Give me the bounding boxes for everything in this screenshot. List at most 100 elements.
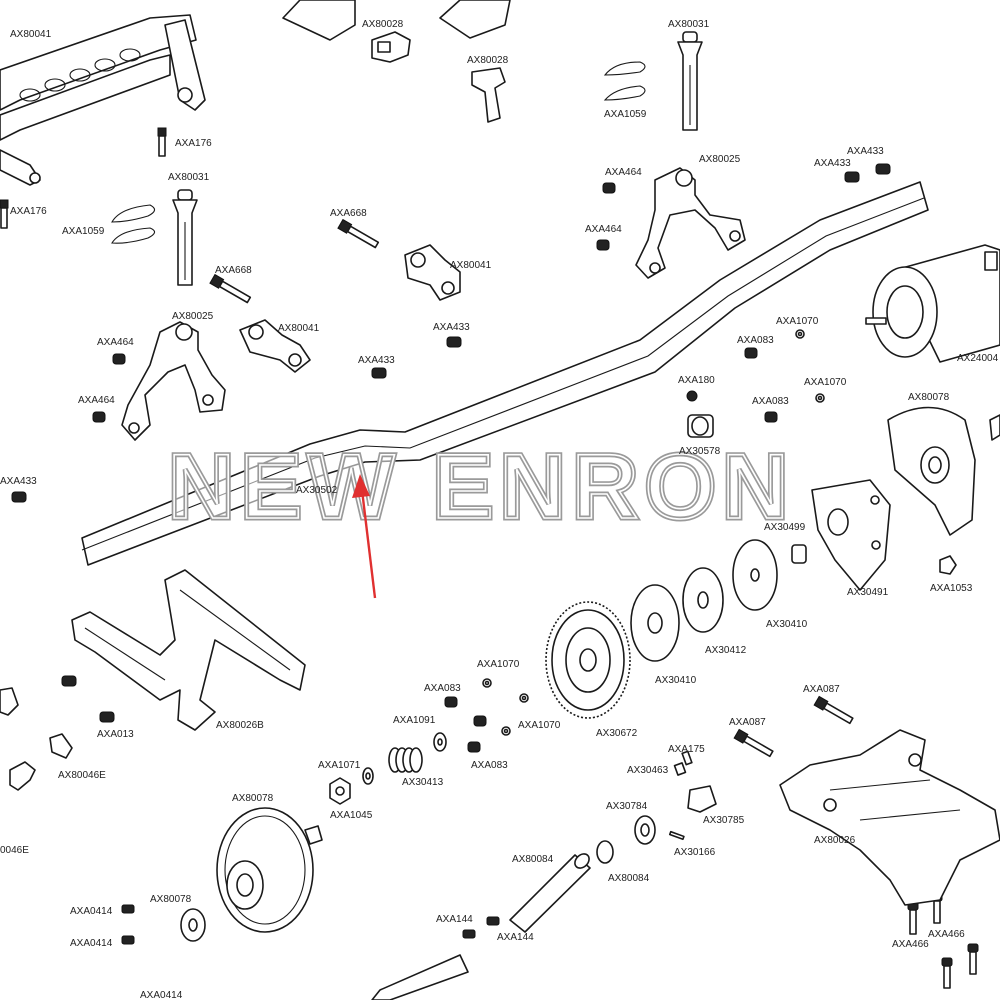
part-label: AXA668 bbox=[215, 265, 252, 276]
part-label: AX80041 bbox=[10, 29, 52, 40]
outdrive-parts bbox=[634, 750, 717, 845]
pinion-gear-part bbox=[687, 414, 714, 438]
part-label: AX80025 bbox=[172, 311, 214, 322]
svg-text:NEW ENRON: NEW ENRON bbox=[168, 436, 794, 538]
part-label: AX30502 bbox=[296, 485, 338, 496]
chassis-frame-rail-part bbox=[81, 181, 929, 566]
link-part-2 bbox=[239, 319, 311, 373]
part-label: AXA464 bbox=[97, 337, 134, 348]
part-label: AX80041 bbox=[278, 323, 320, 334]
motor-plate-part bbox=[811, 479, 891, 591]
part-label: AX80084 bbox=[608, 873, 650, 884]
part-label: AX80031 bbox=[668, 19, 710, 30]
part-label: AXA466 bbox=[892, 939, 929, 950]
shaft-parts bbox=[371, 840, 614, 1000]
brace-part bbox=[71, 569, 306, 731]
clip-part-1 bbox=[371, 31, 411, 63]
gear-cover-part-top bbox=[887, 406, 1000, 536]
body-post-part-2 bbox=[172, 189, 198, 286]
nut-part bbox=[939, 555, 957, 575]
part-label: AXA0414 bbox=[140, 990, 183, 1000]
tube-bumper-part bbox=[0, 14, 206, 186]
skid-plate-part bbox=[779, 729, 1000, 906]
part-label: AX80026B bbox=[216, 720, 264, 731]
part-label: AXA087 bbox=[729, 717, 766, 728]
part-label: AXA083 bbox=[471, 760, 508, 771]
part-label: AXA433 bbox=[0, 476, 37, 487]
watermark: NEW ENRON NEW ENRON bbox=[166, 434, 794, 541]
part-label: AXA433 bbox=[433, 322, 470, 333]
part-label: AX80078 bbox=[232, 793, 274, 804]
part-label: AXA1070 bbox=[477, 659, 520, 670]
part-label: AX30672 bbox=[596, 728, 638, 739]
part-label: AX30166 bbox=[674, 847, 716, 858]
part-label: AXA083 bbox=[752, 396, 789, 407]
part-label: AXA1070 bbox=[804, 377, 847, 388]
part-label: 0046E bbox=[0, 845, 29, 856]
part-label: AX80078 bbox=[908, 392, 950, 403]
spring-part bbox=[388, 747, 423, 773]
part-label: AXA1059 bbox=[604, 109, 647, 120]
link-part-1 bbox=[404, 244, 461, 301]
part-label: AX30463 bbox=[627, 765, 669, 776]
part-label: AXA433 bbox=[847, 146, 884, 157]
part-label: AXA1053 bbox=[930, 583, 973, 594]
part-label: AXA0414 bbox=[70, 906, 113, 917]
shock-tower-part-2 bbox=[121, 321, 226, 441]
lock-nut-part bbox=[329, 777, 351, 805]
part-label: AX30412 bbox=[705, 645, 747, 656]
body-clip-part-1 bbox=[603, 61, 646, 101]
part-label: AX80025 bbox=[699, 154, 741, 165]
gear-cover-part-bottom bbox=[216, 807, 323, 933]
clip-part-2 bbox=[471, 67, 506, 123]
part-label: AXA464 bbox=[605, 167, 642, 178]
part-label: AX80031 bbox=[168, 172, 210, 183]
part-label: AXA0414 bbox=[70, 938, 113, 949]
part-label: AXA1071 bbox=[318, 760, 361, 771]
part-label: AXA176 bbox=[175, 138, 212, 149]
small-gear-part bbox=[180, 908, 206, 942]
part-label: AX80028 bbox=[362, 19, 404, 30]
svg-text:NEW ENRON: NEW ENRON bbox=[168, 436, 794, 538]
part-label: AX30784 bbox=[606, 801, 648, 812]
pointer-arrow bbox=[352, 474, 377, 599]
part-label: AXA176 bbox=[10, 206, 47, 217]
part-label: AXA1070 bbox=[776, 316, 819, 327]
spur-gear-part bbox=[545, 601, 631, 719]
part-label: AXA083 bbox=[737, 335, 774, 346]
part-label: AXA1091 bbox=[393, 715, 436, 726]
part-label: AXA464 bbox=[585, 224, 622, 235]
part-label: AX30499 bbox=[764, 522, 806, 533]
part-label: AXA1059 bbox=[62, 226, 105, 237]
top-box-parts bbox=[282, 0, 511, 41]
part-label: AXA433 bbox=[358, 355, 395, 366]
washer-parts bbox=[362, 329, 825, 785]
part-label: AX80078 bbox=[150, 894, 192, 905]
part-label: AX30410 bbox=[766, 619, 808, 630]
part-label: AXA144 bbox=[497, 932, 534, 943]
part-label: AXA1045 bbox=[330, 810, 373, 821]
shock-tower-part-1 bbox=[635, 167, 746, 279]
body-post-part-1 bbox=[677, 31, 703, 131]
part-labels: AX80041 AX80028 AX80028 AX80031 AXA1059 … bbox=[0, 19, 999, 1000]
slipper-disc-parts bbox=[630, 539, 807, 662]
part-label: AXA1070 bbox=[518, 720, 561, 731]
motor-part bbox=[865, 244, 1000, 363]
part-label: AXA668 bbox=[330, 208, 367, 219]
part-label: AXA175 bbox=[668, 744, 705, 755]
part-label: AX24004 bbox=[957, 353, 999, 364]
part-label: AX30785 bbox=[703, 815, 745, 826]
part-label: AX80041 bbox=[450, 260, 492, 271]
part-label: AX80026 bbox=[814, 835, 856, 846]
part-label: AXA180 bbox=[678, 375, 715, 386]
body-clip-part-2 bbox=[111, 204, 156, 244]
part-label: AXA013 bbox=[97, 729, 134, 740]
part-label: AX30413 bbox=[402, 777, 444, 788]
part-label: AXA466 bbox=[928, 929, 965, 940]
part-label: AX30410 bbox=[655, 675, 697, 686]
small-link-parts bbox=[0, 687, 73, 791]
part-label: AX30491 bbox=[847, 587, 889, 598]
part-label: AXA087 bbox=[803, 684, 840, 695]
part-label: AXA083 bbox=[424, 683, 461, 694]
